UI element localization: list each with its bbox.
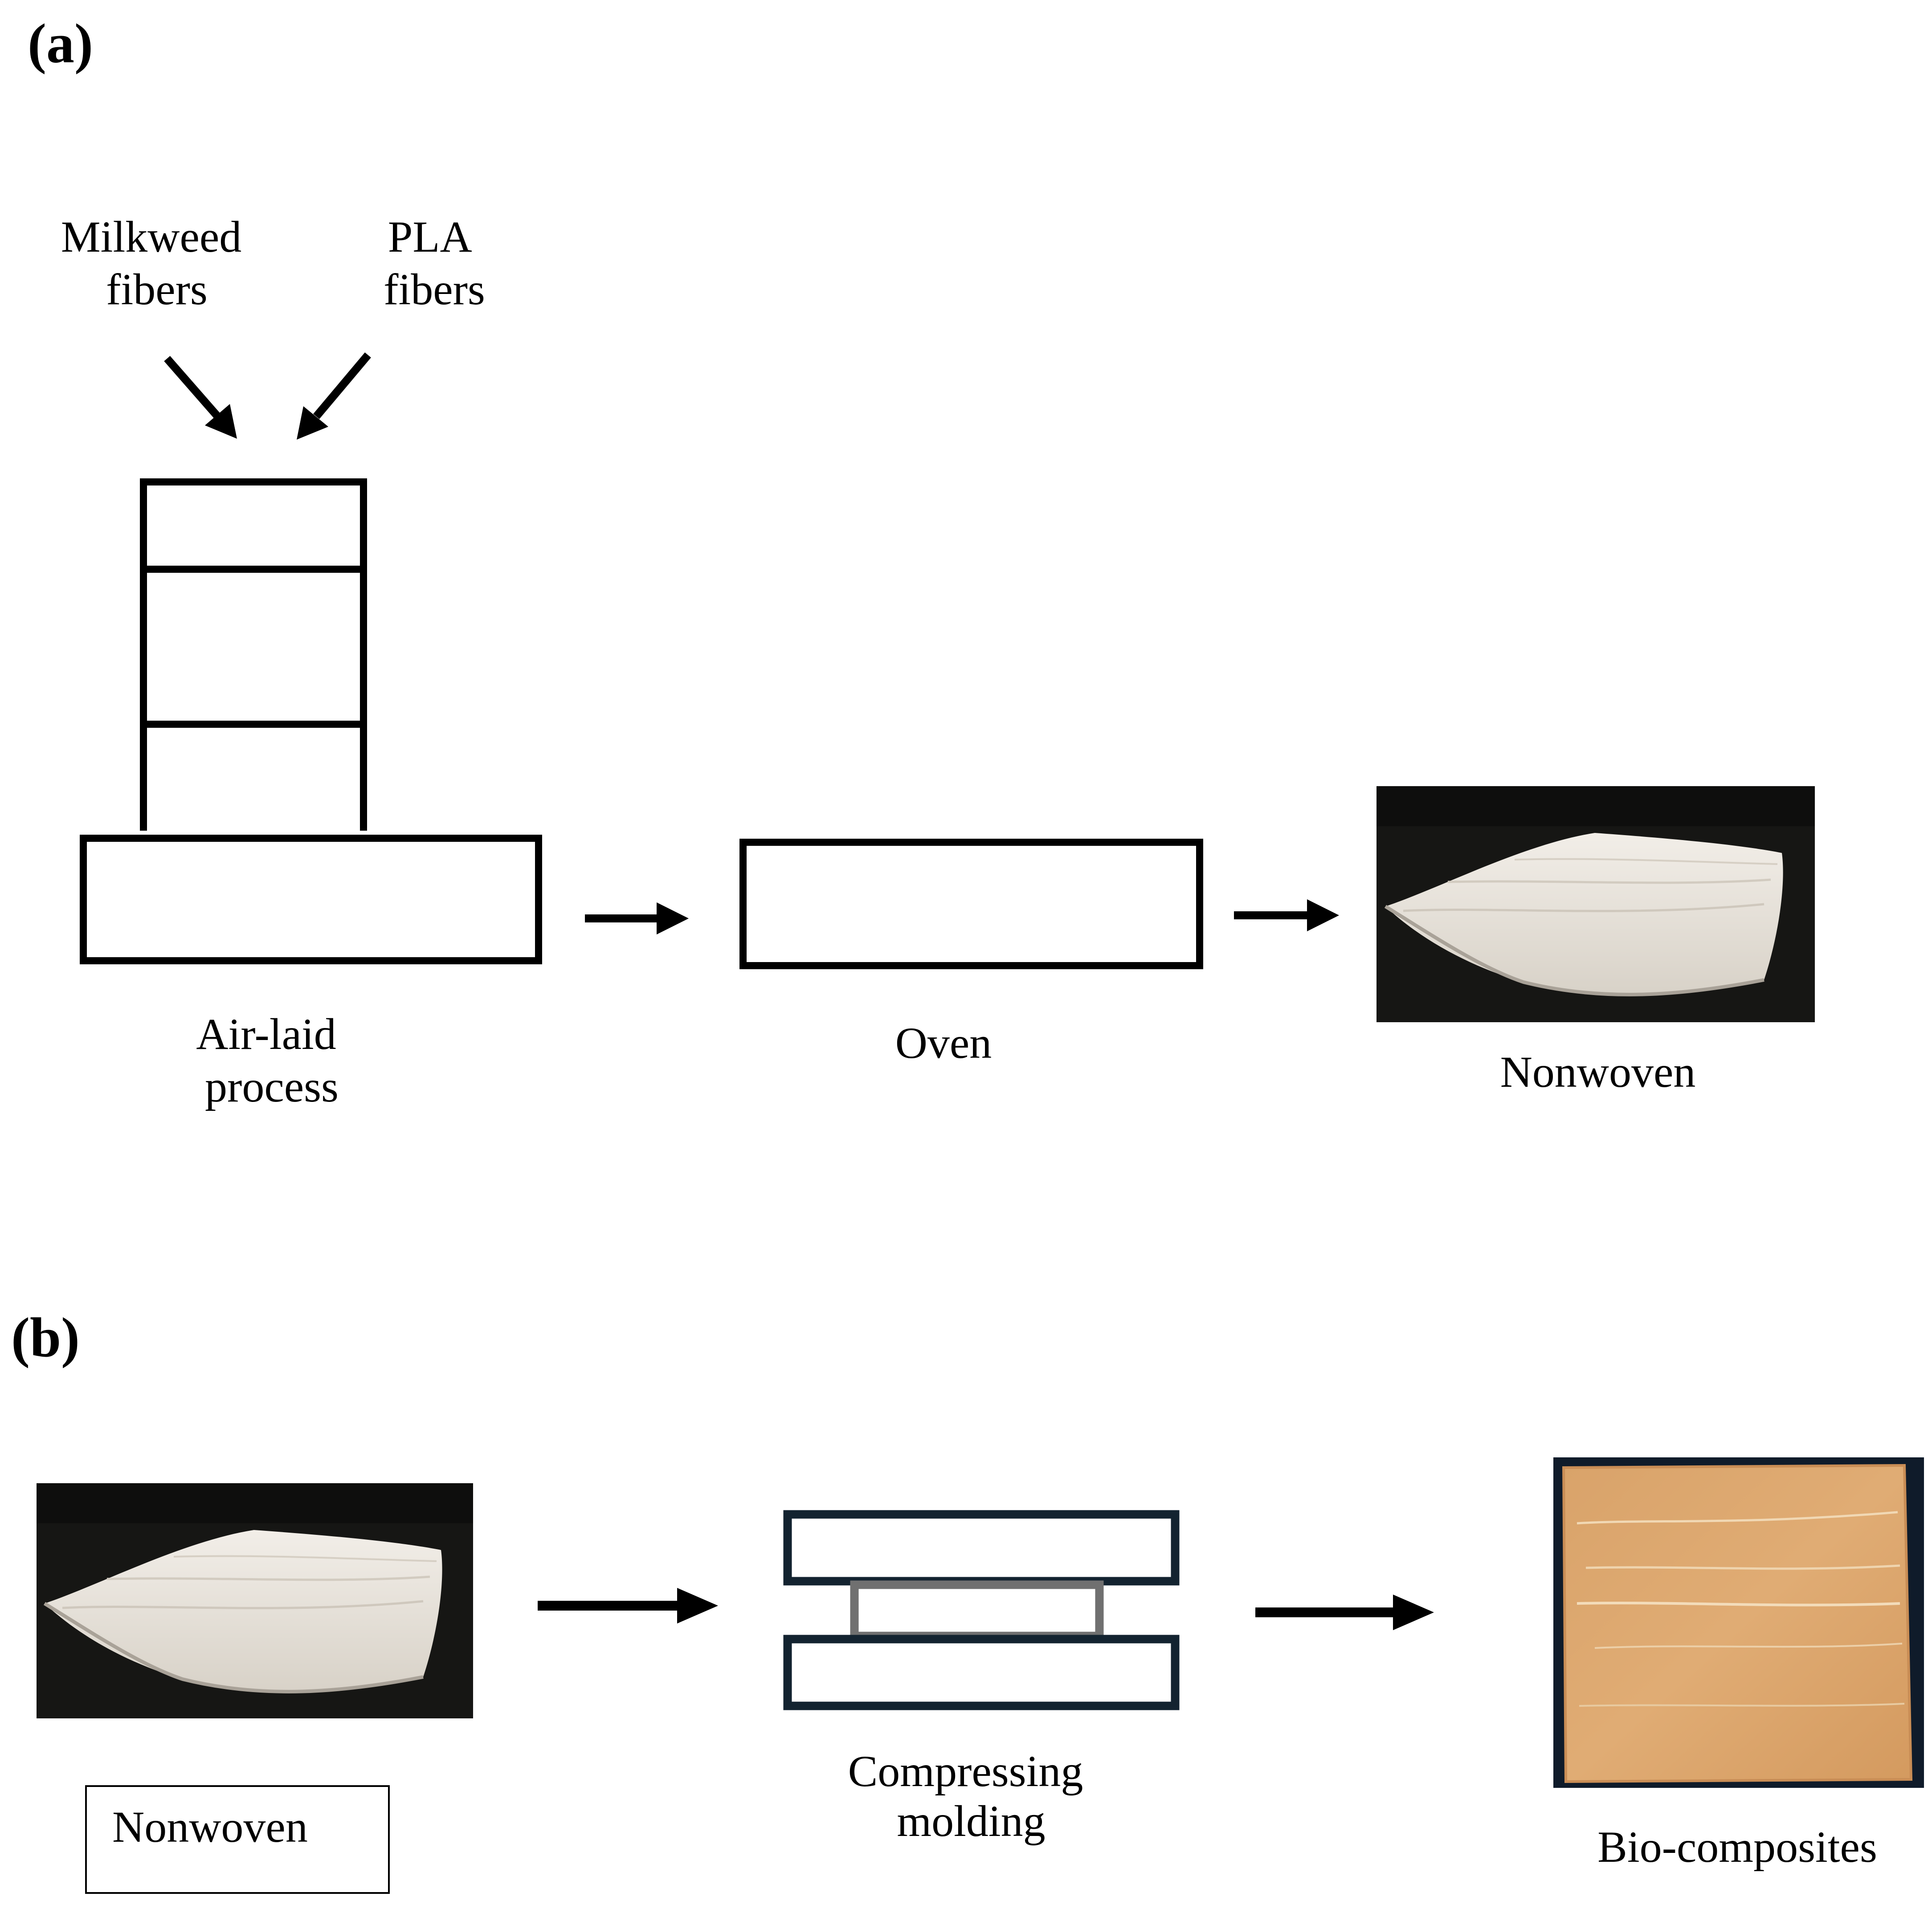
pla-line2: fibers <box>384 265 485 314</box>
nonwoven-photo-a <box>1376 786 1815 1022</box>
hopper-top-compartment <box>140 478 367 573</box>
air-laid-base <box>80 835 542 964</box>
press-upper-plate <box>783 1510 1180 1586</box>
compressing-label: Compressing molding <box>848 1746 1095 1846</box>
panel-a-label: (a) <box>28 13 93 75</box>
compressing-line2: molding <box>897 1796 1045 1846</box>
oven-label: Oven <box>895 1018 992 1068</box>
oven-box <box>739 839 1203 969</box>
air-laid-label: Air-laid process <box>196 1009 347 1111</box>
nonwoven-b-label: Nonwoven <box>112 1802 308 1852</box>
air-laid-line2: process <box>205 1062 339 1111</box>
pla-line1: PLA <box>388 212 472 261</box>
arrow-nonwoven-to-press <box>538 1588 718 1624</box>
panel-b-label: (b) <box>11 1307 80 1369</box>
milkweed-line1: Milkweed <box>61 212 241 261</box>
air-laid-machine <box>80 478 542 964</box>
press-sample <box>850 1580 1104 1640</box>
nonwoven-photo-b <box>37 1483 473 1718</box>
biocomposites-label: Bio-composites <box>1597 1822 1877 1872</box>
air-laid-line1: Air-laid <box>196 1009 336 1059</box>
nonwoven-b-label-box <box>85 1785 390 1894</box>
compressing-line1: Compressing <box>848 1746 1083 1796</box>
milkweed-fibers-label: Milkweed fibers <box>61 212 253 314</box>
pla-fibers-label: PLA fibers <box>384 212 485 314</box>
hopper-middle-compartment <box>140 566 367 728</box>
biocomposite-photo <box>1553 1457 1924 1788</box>
press-lower-plate <box>783 1635 1180 1710</box>
arrow-oven-to-nonwoven <box>1234 899 1339 931</box>
arrow-airlaid-to-oven <box>585 902 689 934</box>
nonwoven-a-label: Nonwoven <box>1500 1047 1696 1097</box>
milkweed-input-arrow <box>164 356 237 439</box>
pla-input-arrow <box>297 352 371 440</box>
compression-press <box>783 1510 1180 1710</box>
arrow-press-to-biocomposites <box>1255 1595 1434 1630</box>
milkweed-line2: fibers <box>106 265 208 314</box>
